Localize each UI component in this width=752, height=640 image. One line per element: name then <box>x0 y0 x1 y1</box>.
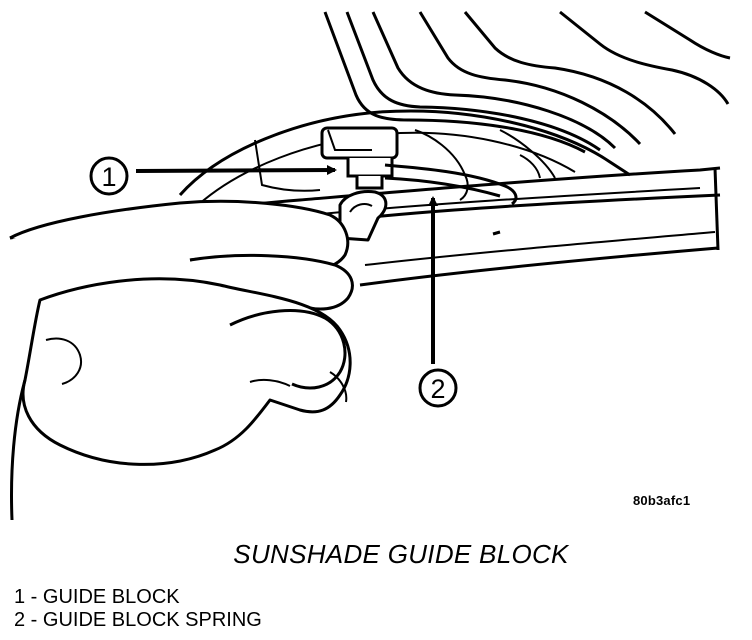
guide-block-spring <box>384 163 518 206</box>
legend-item-label: GUIDE BLOCK <box>42 586 180 608</box>
figure-id: 80b3afc1 <box>633 493 691 508</box>
roof-frame-lines <box>323 10 731 154</box>
callout-2: 2 <box>418 196 458 408</box>
callout-1-circle <box>89 156 129 196</box>
legend: 1 - GUIDE BLOCK 2 - GUIDE BLOCK SPRING <box>14 586 262 632</box>
legend-item-separator: - <box>25 609 43 631</box>
guide-block <box>320 126 399 190</box>
callout-2-number: 2 <box>430 374 445 404</box>
legend-item: 1 - GUIDE BLOCK <box>14 586 262 609</box>
callout-1: 1 <box>89 156 337 196</box>
legend-item-number: 2 <box>14 609 26 631</box>
figure-caption: SUNSHADE GUIDE BLOCK <box>233 539 569 569</box>
sunshade-guide-block-illustration: 1 2 <box>9 10 731 521</box>
hand-illustration <box>9 190 388 521</box>
callout-2-circle <box>418 368 458 408</box>
legend-item-separator: - <box>25 586 43 608</box>
legend-item-label: GUIDE BLOCK SPRING <box>42 609 262 631</box>
legend-item: 2 - GUIDE BLOCK SPRING <box>14 609 262 632</box>
callout-1-number: 1 <box>101 162 116 192</box>
legend-item-number: 1 <box>14 586 26 608</box>
callout-1-arrow <box>135 165 337 176</box>
